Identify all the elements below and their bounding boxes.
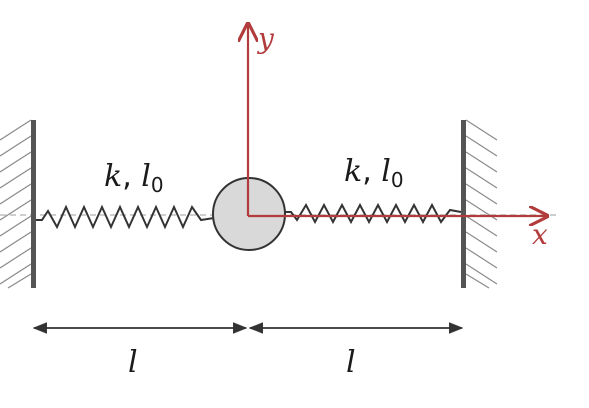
left-wall — [31, 120, 36, 288]
right-spring-subscript: 0 — [391, 168, 404, 192]
right-spring-l: l — [381, 154, 391, 189]
left-spring-label: k, l0 — [104, 159, 164, 197]
right-spring-label: k, l0 — [344, 154, 404, 192]
left-spring-k: k — [104, 159, 122, 194]
right-spring-sep: , — [362, 154, 381, 189]
right-dimension-label: l — [346, 345, 356, 380]
right-spring — [285, 202, 462, 225]
right-wall-hatch — [465, 119, 498, 289]
right-spring-k: k — [344, 154, 362, 189]
x-axis-label: x — [532, 218, 548, 251]
left-spring-l: l — [141, 159, 151, 194]
left-wall-hatch — [0, 119, 32, 289]
y-axis-label: y — [256, 22, 275, 55]
left-spring — [36, 204, 215, 230]
right-wall — [461, 120, 466, 288]
left-dimension-label: l — [128, 345, 138, 380]
left-spring-subscript: 0 — [151, 173, 164, 197]
left-spring-sep: , — [122, 159, 141, 194]
